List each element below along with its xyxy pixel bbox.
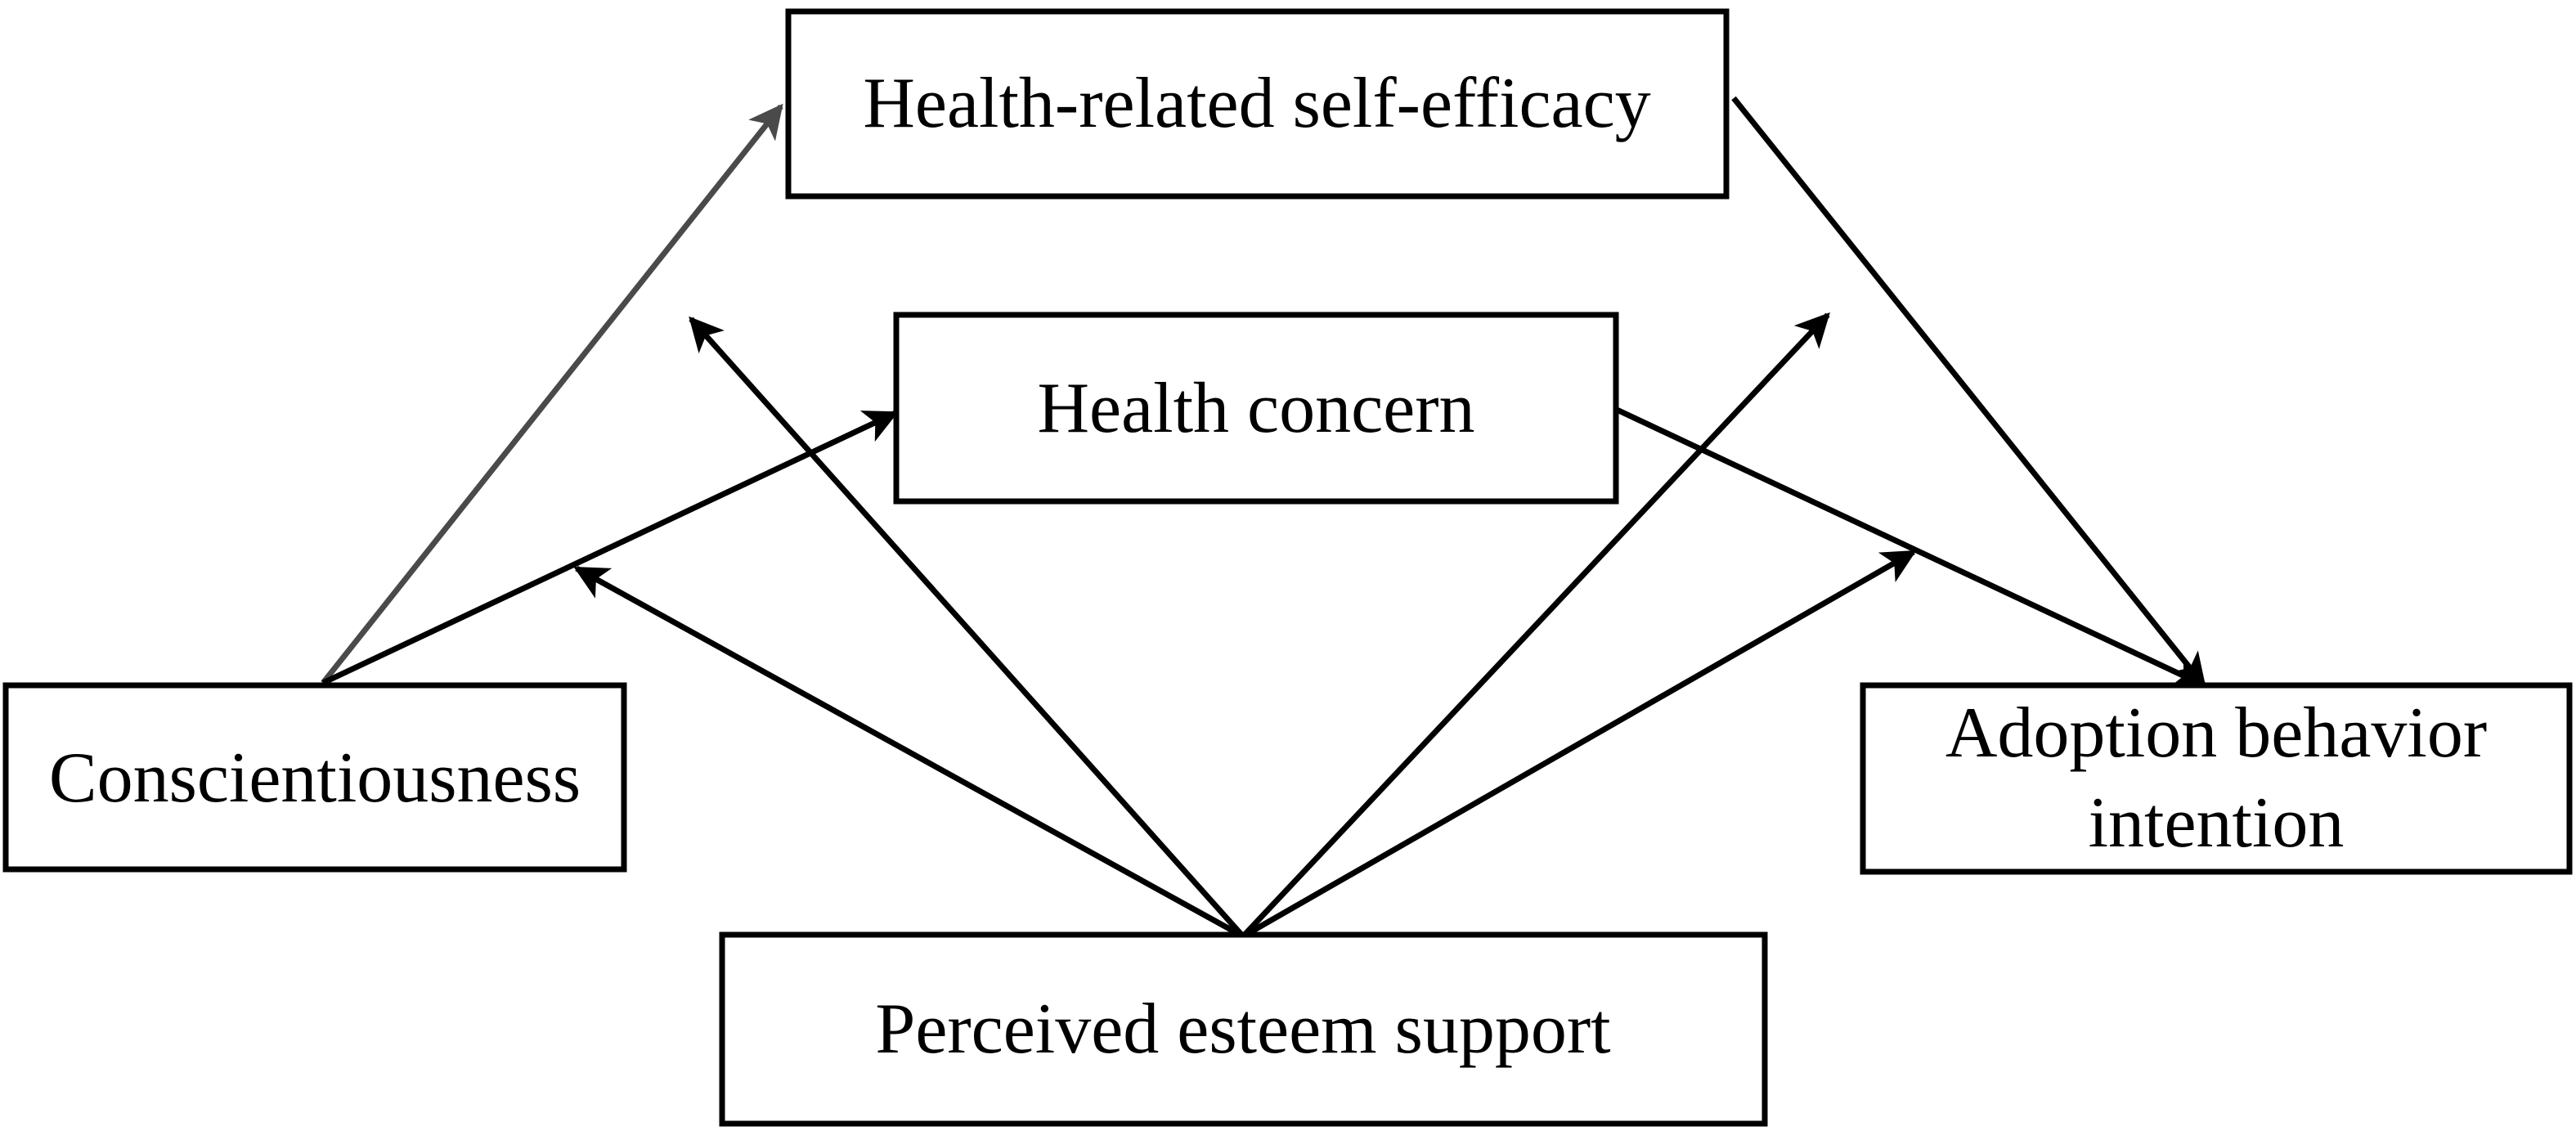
- node-self-efficacy-label: Health-related self-efficacy: [863, 64, 1650, 143]
- node-health-concern-label: Health concern: [1037, 369, 1474, 448]
- edge-health-concern-to-adoption: [1613, 406, 2207, 689]
- node-esteem-support-label: Perceived esteem support: [875, 990, 1610, 1069]
- node-esteem-support-box: [719, 931, 1768, 1127]
- node-health-concern-box: [893, 312, 1619, 505]
- edges: [321, 96, 2207, 940]
- edge-conscientiousness-to-health-concern: [321, 410, 899, 686]
- node-health-concern: Health concern: [893, 312, 1619, 505]
- edge-esteem-moderates-health-concern-adoption: [1241, 549, 1917, 940]
- node-conscientiousness-box: [2, 682, 627, 873]
- edge-conscientiousness-to-self-efficacy: [321, 103, 783, 685]
- edge-esteem-moderates-conscientiousness-self-efficacy: [689, 316, 1245, 939]
- node-adoption: Adoption behavior intention: [1860, 682, 2573, 875]
- node-conscientiousness-label: Conscientiousness: [49, 738, 581, 818]
- edge-esteem-moderates-self-efficacy-adoption: [1241, 312, 1830, 939]
- node-adoption-label-line2: intention: [2089, 783, 2345, 863]
- node-adoption-box: [1860, 682, 2573, 875]
- edge-self-efficacy-to-adoption: [1731, 96, 2206, 689]
- node-self-efficacy-box: [785, 8, 1730, 200]
- edge-esteem-moderates-conscientiousness-health-concern: [573, 565, 1245, 940]
- node-esteem-support: Perceived esteem support: [719, 931, 1768, 1127]
- node-adoption-label-line1: Adoption behavior: [1945, 693, 2487, 773]
- node-self-efficacy: Health-related self-efficacy: [785, 8, 1730, 200]
- node-conscientiousness: Conscientiousness: [2, 682, 627, 873]
